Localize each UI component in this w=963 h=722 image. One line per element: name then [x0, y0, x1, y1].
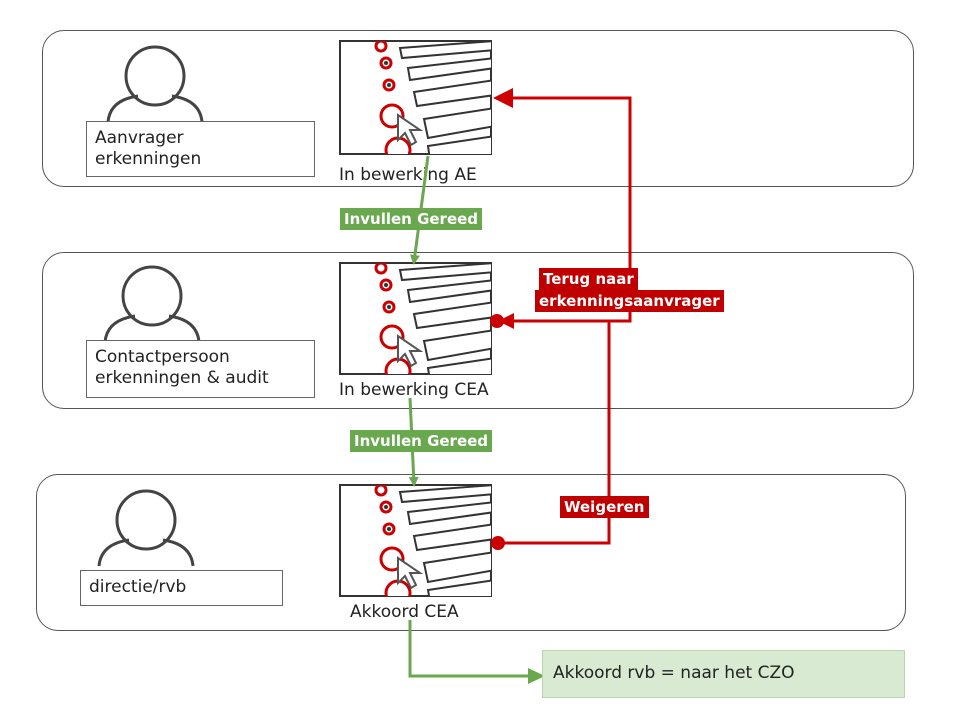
reject-label: Weigeren: [560, 496, 649, 518]
role-line: Aanvrager: [95, 128, 184, 148]
connector-dot: [491, 536, 505, 550]
cursor-icon: [397, 334, 424, 368]
role-line: directie/rvb: [89, 577, 187, 597]
return-arrowhead-top: [493, 88, 513, 108]
return-label: Terug naar erkenningsaanvrager: [535, 268, 724, 312]
role-line: erkenningen: [95, 149, 202, 169]
form-document-icon: [339, 484, 492, 597]
role-line: Contactpersoon: [95, 347, 230, 367]
state-label-akkoord: Akkoord CEA: [350, 602, 459, 622]
role-line: erkenningen & audit: [95, 368, 269, 388]
role-box-contactpersoon: Contactpersoon erkenningen & audit: [86, 340, 315, 398]
result-box: Akkoord rvb = naar het CZO: [542, 650, 905, 698]
state-label-ae: In bewerking AE: [339, 165, 477, 185]
cursor-icon: [397, 113, 424, 147]
role-box-directie: directie/rvb: [80, 570, 283, 606]
return-label-line1: Terug naar: [539, 268, 638, 290]
person-icon: [106, 45, 204, 123]
cursor-icon: [397, 556, 424, 590]
connector-dot: [490, 314, 504, 328]
submit-label-2: Invullen Gereed: [350, 430, 493, 452]
approve-arrowhead: [528, 668, 545, 684]
person-icon: [97, 489, 195, 567]
submit-label-1: Invullen Gereed: [340, 208, 483, 230]
state-label-cea: In bewerking CEA: [339, 380, 489, 400]
reject-line: [498, 319, 611, 545]
return-label-line2: erkenningsaanvrager: [535, 290, 724, 312]
role-box-aanvrager: Aanvrager erkenningen: [86, 121, 315, 177]
reject-arrowhead: [498, 313, 514, 329]
form-document-icon: [339, 40, 492, 155]
form-document-icon: [339, 262, 492, 375]
person-icon: [103, 265, 201, 343]
approve-arrow: [408, 620, 530, 678]
